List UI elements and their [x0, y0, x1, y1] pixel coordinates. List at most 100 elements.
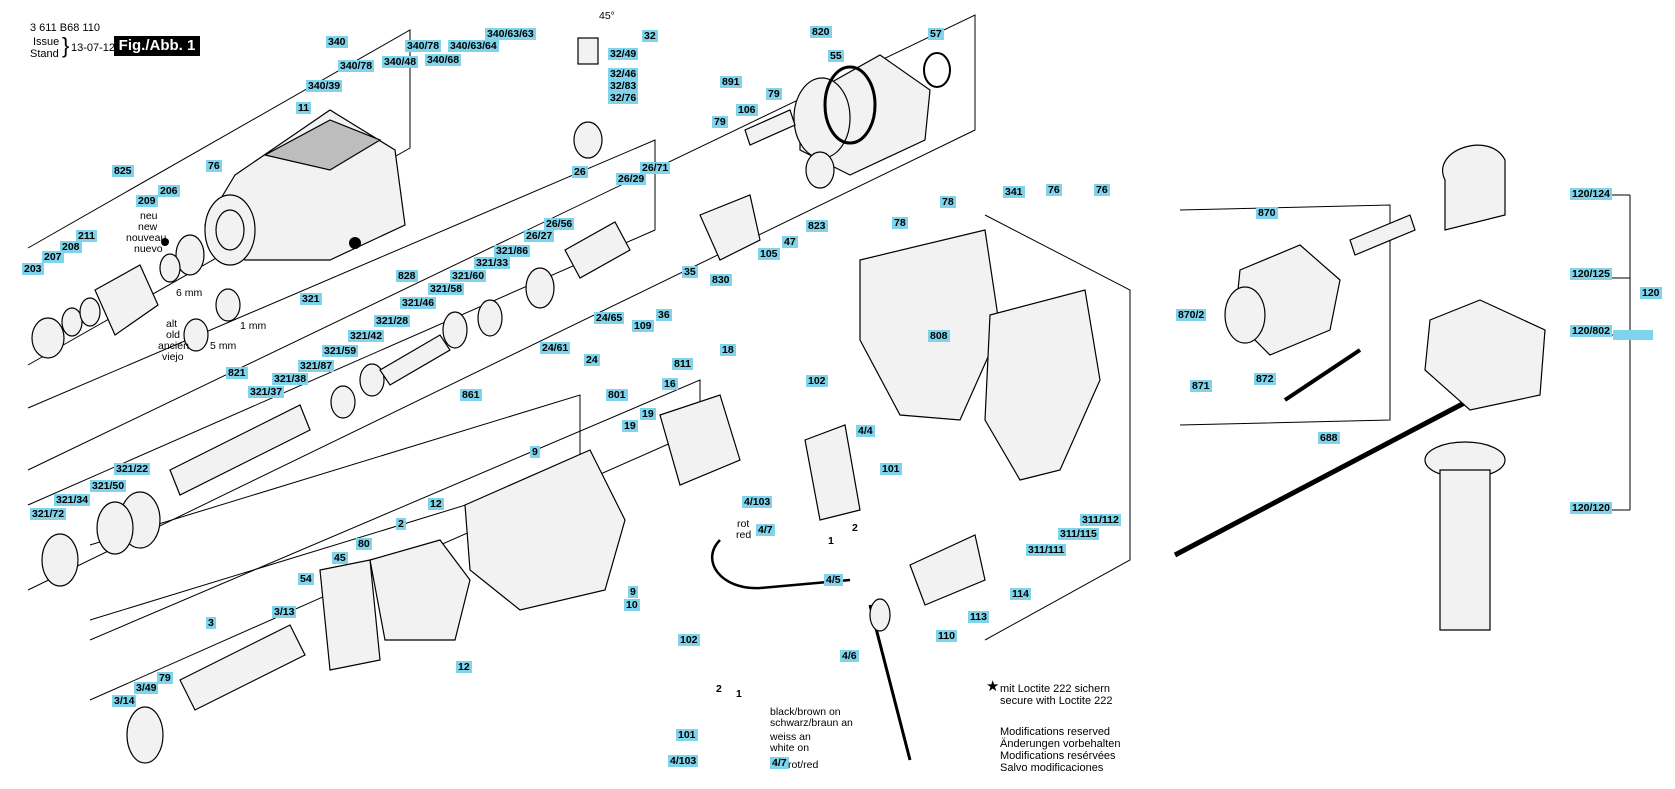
part-label[interactable]: 32/76: [608, 92, 639, 104]
part-label[interactable]: 208: [60, 241, 82, 253]
part-label[interactable]: 26/56: [544, 218, 575, 230]
part-label[interactable]: 340/78: [338, 60, 375, 72]
part-label[interactable]: 4/7: [756, 524, 775, 536]
part-label[interactable]: 11: [296, 102, 312, 114]
part-label[interactable]: 206: [158, 185, 180, 197]
part-label[interactable]: 16: [662, 378, 678, 390]
part-label[interactable]: 321/37: [248, 386, 285, 398]
part-label[interactable]: 26/29: [616, 173, 647, 185]
part-label[interactable]: 321/86: [494, 245, 531, 257]
part-label[interactable]: 801: [606, 389, 628, 401]
part-label[interactable]: 203: [22, 263, 44, 275]
part-label[interactable]: 321/46: [400, 297, 437, 309]
part-label[interactable]: 321/38: [272, 373, 309, 385]
part-label[interactable]: 102: [678, 634, 700, 646]
part-label[interactable]: 340/48: [382, 56, 419, 68]
part-label[interactable]: 55: [828, 50, 844, 62]
part-label[interactable]: 47: [782, 236, 798, 248]
part-label[interactable]: 24: [584, 354, 600, 366]
part-label[interactable]: 18: [720, 344, 736, 356]
part-label[interactable]: 120/125: [1570, 268, 1612, 280]
part-label[interactable]: 35: [682, 266, 698, 278]
part-label[interactable]: 106: [736, 104, 758, 116]
part-label[interactable]: 340/39: [306, 80, 343, 92]
part-label[interactable]: 26: [572, 166, 588, 178]
part-label[interactable]: 79: [766, 88, 782, 100]
part-label[interactable]: 321/50: [90, 480, 127, 492]
part-label[interactable]: 3/49: [134, 682, 159, 694]
part-label[interactable]: 114: [1010, 588, 1031, 600]
part-label[interactable]: 78: [892, 217, 908, 229]
part-label[interactable]: 105: [758, 248, 780, 260]
part-label[interactable]: 76: [206, 160, 222, 172]
part-label[interactable]: 45: [332, 552, 348, 564]
part-label[interactable]: 340/68: [425, 54, 462, 66]
part-label[interactable]: 101: [880, 463, 902, 475]
part-label[interactable]: 871: [1190, 380, 1212, 392]
part-label[interactable]: 32/83: [608, 80, 639, 92]
part-label[interactable]: 688: [1318, 432, 1340, 444]
part-label[interactable]: 823: [806, 220, 828, 232]
part-label[interactable]: 872: [1254, 373, 1276, 385]
part-label[interactable]: 26/71: [640, 162, 671, 174]
part-label[interactable]: 26/27: [524, 230, 555, 242]
part-label[interactable]: 209: [136, 195, 158, 207]
part-label[interactable]: 24/61: [540, 342, 571, 354]
part-label[interactable]: 110: [936, 630, 957, 642]
part-label[interactable]: 120: [1640, 287, 1662, 299]
part-label[interactable]: 340/63/64: [448, 40, 499, 52]
part-label[interactable]: 828: [396, 270, 418, 282]
part-label[interactable]: 32: [642, 30, 658, 42]
part-label[interactable]: 9: [628, 586, 638, 598]
part-label[interactable]: 341: [1003, 186, 1025, 198]
part-label[interactable]: 76: [1094, 184, 1110, 196]
part-label[interactable]: 3: [206, 617, 216, 629]
part-label[interactable]: 321/28: [374, 315, 411, 327]
part-label[interactable]: 24/65: [594, 312, 625, 324]
part-label[interactable]: 4/103: [742, 496, 773, 508]
part-label[interactable]: 2: [396, 518, 406, 530]
part-label[interactable]: 101: [676, 729, 698, 741]
part-label[interactable]: 321/22: [114, 463, 151, 475]
part-label[interactable]: 113: [968, 611, 989, 623]
part-label[interactable]: 321/58: [428, 283, 465, 295]
part-label[interactable]: 311/111: [1026, 544, 1067, 556]
part-label[interactable]: 57: [928, 28, 944, 40]
part-label[interactable]: 80: [356, 538, 372, 550]
part-label[interactable]: 120/120: [1570, 502, 1612, 514]
part-label[interactable]: 340: [326, 36, 348, 48]
part-label[interactable]: 4/103: [668, 755, 699, 767]
part-label[interactable]: 120/802: [1570, 325, 1612, 337]
part-label[interactable]: 12: [428, 498, 444, 510]
part-label[interactable]: 321: [300, 293, 322, 305]
part-label[interactable]: 19: [622, 420, 638, 432]
part-label[interactable]: 870: [1256, 207, 1278, 219]
part-label[interactable]: 811: [672, 358, 693, 370]
part-label[interactable]: 211: [76, 230, 97, 242]
part-label[interactable]: 19: [640, 408, 656, 420]
part-label[interactable]: 3/14: [112, 695, 137, 707]
part-label[interactable]: 79: [157, 672, 173, 684]
part-label[interactable]: 79: [712, 116, 728, 128]
part-label[interactable]: 54: [298, 573, 314, 585]
part-label[interactable]: 109: [632, 320, 654, 332]
part-label[interactable]: 891: [720, 76, 742, 88]
part-label[interactable]: 3/13: [272, 606, 297, 618]
part-label[interactable]: 207: [42, 251, 64, 263]
part-label[interactable]: 825: [112, 165, 134, 177]
part-label[interactable]: 311/115: [1058, 528, 1099, 540]
part-label[interactable]: 9: [530, 446, 540, 458]
part-label[interactable]: 311/112: [1080, 514, 1121, 526]
part-label[interactable]: 321/33: [474, 257, 511, 269]
part-label[interactable]: 32/49: [608, 48, 639, 60]
part-label[interactable]: 321/59: [322, 345, 359, 357]
part-label[interactable]: 321/34: [54, 494, 91, 506]
part-label[interactable]: 861: [460, 389, 482, 401]
part-label[interactable]: 120/124: [1570, 188, 1612, 200]
part-label[interactable]: 78: [940, 196, 956, 208]
part-label[interactable]: 340/78: [405, 40, 442, 52]
part-label[interactable]: 830: [710, 274, 732, 286]
part-label[interactable]: 321/87: [298, 360, 335, 372]
part-label[interactable]: 4/6: [840, 650, 859, 662]
part-label[interactable]: 870/2: [1176, 309, 1207, 321]
